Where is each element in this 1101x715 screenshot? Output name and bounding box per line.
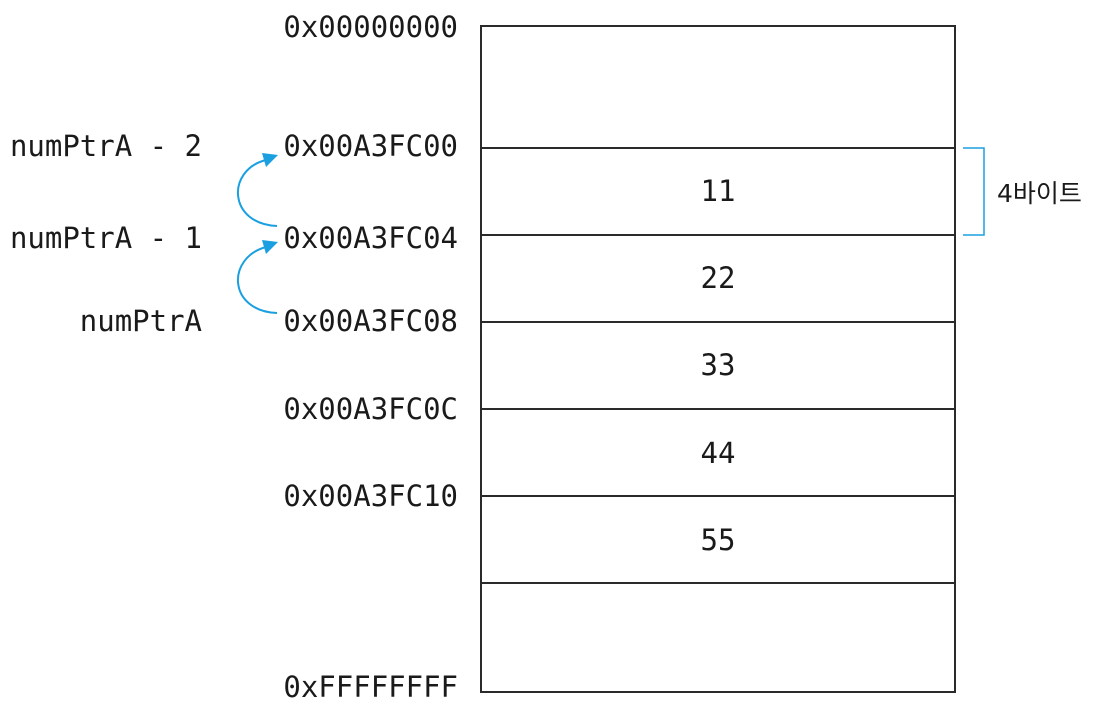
arrow-head-icon: [262, 240, 278, 254]
curved-arrow-icon: [237, 246, 278, 314]
arrow-head-icon: [262, 153, 278, 167]
bracket-icon: [963, 147, 985, 236]
address-label: 0x00A3FC0C: [283, 392, 458, 426]
cell-value: 55: [701, 523, 736, 557]
cell-value: 11: [701, 174, 736, 208]
address-label: 0xFFFFFFFF: [283, 670, 458, 704]
cell-value: 33: [701, 348, 736, 382]
size-bracket: 4바이트: [963, 147, 1082, 236]
address-label: 0x00A3FC08: [283, 304, 458, 338]
pointer-label: numPtrA: [80, 304, 202, 338]
address-label: 0x00A3FC04: [283, 221, 458, 255]
address-labels: 0x00000000 0x00A3FC00 0x00A3FC04 0x00A3F…: [283, 10, 458, 704]
curved-arrow-icon: [236, 159, 278, 227]
cell-value: 22: [701, 261, 736, 295]
cell-value: 44: [701, 436, 736, 470]
pointer-label: numPtrA - 1: [10, 221, 202, 255]
pointer-labels: numPtrA - 2 numPtrA - 1 numPtrA: [10, 129, 202, 338]
address-label: 0x00A3FC00: [283, 129, 458, 163]
address-label: 0x00000000: [283, 10, 458, 44]
size-label: 4바이트: [997, 179, 1082, 208]
memory-block: [480, 25, 956, 693]
pointer-arrows: [236, 153, 278, 314]
pointer-label: numPtrA - 2: [10, 129, 202, 163]
cell-values: 11 22 33 44 55: [701, 174, 736, 557]
address-label: 0x00A3FC10: [283, 479, 458, 513]
memory-block-outline: [480, 25, 956, 693]
